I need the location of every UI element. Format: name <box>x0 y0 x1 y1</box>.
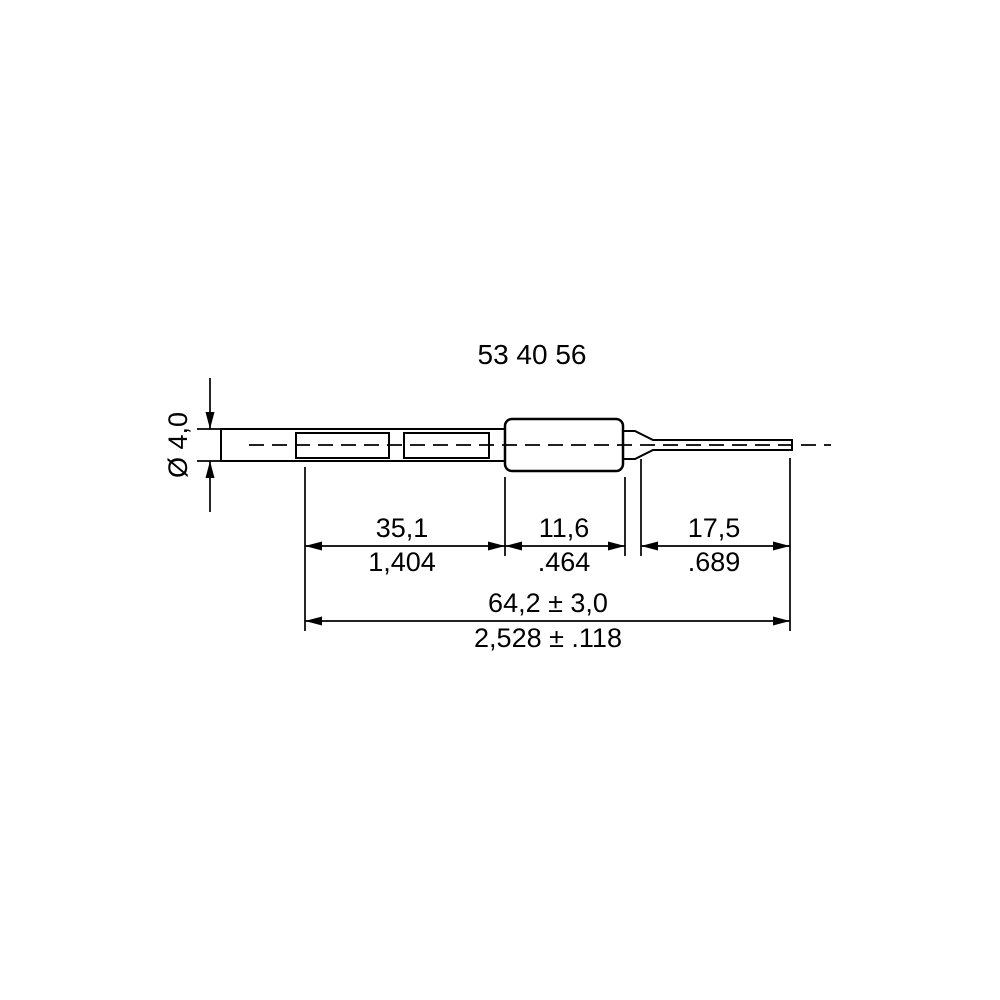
right-lead-dimension-mm: 17,5 <box>688 513 741 543</box>
left-lead-dimension-mm: 35,1 <box>376 513 429 543</box>
dimension-lines <box>305 545 790 622</box>
dimension-linework <box>197 378 791 631</box>
arrow-left-icon <box>505 541 522 551</box>
arrow-right-icon <box>773 616 790 626</box>
overall-dimension-inch: 2,528 ± .118 <box>474 623 622 653</box>
diameter-dimension-label: Ø 4,0 <box>163 412 193 478</box>
body-dimension-inch: .464 <box>538 547 591 577</box>
right-lead <box>623 430 793 460</box>
lead-crimp-1 <box>295 432 390 459</box>
arrow-right-icon <box>488 541 505 551</box>
arrow-down-icon <box>205 412 215 429</box>
arrow-left-icon <box>305 616 322 626</box>
diameter-dimension-lines <box>197 378 221 512</box>
fuse-body <box>503 417 625 473</box>
part-number-label: 53 40 56 <box>478 339 587 370</box>
arrow-up-icon <box>205 461 215 478</box>
left-lead-dimension-inch: 1,404 <box>368 547 436 577</box>
overall-dimension-mm: 64,2 ± 3,0 <box>488 588 608 618</box>
right-lead-dimension-inch: .689 <box>688 547 741 577</box>
left-lead <box>220 428 506 462</box>
arrow-left-icon <box>641 541 658 551</box>
lead-crimp-2 <box>403 432 490 459</box>
arrow-right-icon <box>773 541 790 551</box>
component-outline <box>220 417 831 473</box>
arrow-left-icon <box>305 541 322 551</box>
dimension-arrowheads <box>205 412 790 626</box>
arrow-right-icon <box>608 541 625 551</box>
extension-lines <box>304 458 791 631</box>
body-dimension-mm: 11,6 <box>539 513 590 543</box>
